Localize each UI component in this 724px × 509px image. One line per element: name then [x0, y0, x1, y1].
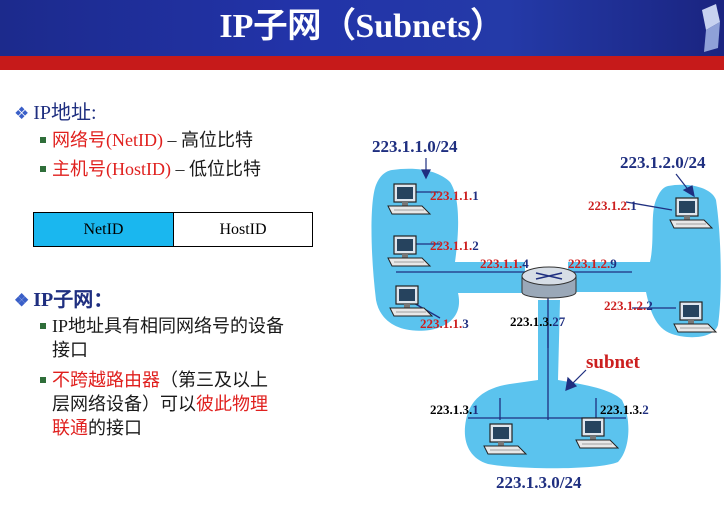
item-text-line1: IP地址具有相同网络号的设备	[52, 316, 285, 336]
list-item-netid: 网络号(NetID) – 高位比特	[40, 128, 253, 152]
section-subnet-heading: ❖IP子网：	[14, 283, 113, 312]
netid-box: NetID	[33, 212, 174, 247]
list-item-hostid: 主机号(HostID) – 低位比特	[40, 157, 261, 181]
netid-desc: – 高位比特	[162, 130, 253, 150]
connect-term: 联通	[52, 418, 88, 438]
host-label-223-1-2-2: 223.1.2.2	[604, 298, 653, 313]
no-router-term: 不跨越路由器	[52, 370, 160, 390]
hostid-desc: – 低位比特	[171, 159, 262, 179]
diamond-bullet-icon: ❖	[14, 104, 30, 123]
item-text: 层网络设备）可以	[52, 394, 196, 414]
label-arrows	[421, 158, 695, 391]
router-iface-223-1-2-9: 223.1.2.9	[568, 256, 617, 271]
host-label-223-1-1-3: 223.1.1.3	[420, 316, 469, 331]
title-bar	[0, 0, 724, 56]
square-bullet-icon	[40, 136, 46, 143]
item-text: 的接口	[88, 418, 142, 438]
item-text: （第三及以上	[160, 370, 268, 390]
corner-decoration-icon	[702, 4, 720, 52]
host-label-223-1-1-2: 223.1.1.2	[430, 238, 479, 253]
netid-term: 网络号(NetID)	[52, 130, 163, 150]
router-iface-223-1-3-27: 223.1.3.27	[510, 314, 566, 329]
title-underline	[0, 56, 724, 70]
page-title: IP子网（Subnets）	[219, 8, 505, 45]
square-bullet-icon	[40, 322, 46, 329]
hostid-box: HostID	[173, 212, 313, 247]
physical-term: 彼此物理	[196, 394, 268, 414]
hostid-term: 主机号(HostID)	[52, 159, 171, 179]
list-item-no-router: 不跨越路由器（第三及以上 层网络设备）可以彼此物理 联通的接口	[40, 368, 310, 440]
router-iface-223-1-1-4: 223.1.1.4	[480, 256, 529, 271]
host-label-223-1-1-1: 223.1.1.1	[430, 188, 479, 203]
diamond-bullet-icon: ❖	[14, 291, 30, 310]
item-text-line2: 接口	[52, 340, 88, 360]
heading-text: IP地址:	[33, 102, 97, 124]
heading-text: IP子网：	[33, 289, 114, 311]
host-label-223-1-3-2: 223.1.3.2	[600, 402, 649, 417]
subnet-right-label: 223.1.2.0/24	[620, 153, 706, 172]
list-item-same-netid: IP地址具有相同网络号的设备 接口	[40, 314, 284, 362]
square-bullet-icon	[40, 376, 46, 383]
subnet-callout-label: subnet	[586, 352, 641, 373]
subnet-left-label: 223.1.1.0/24	[372, 137, 458, 156]
host-label-223-1-3-1: 223.1.3.1	[430, 402, 479, 417]
host-label-223-1-2-1: 223.1.2.1	[588, 198, 637, 213]
router-icon	[521, 266, 577, 299]
section-ip-address-heading: ❖IP地址:	[14, 96, 97, 125]
square-bullet-icon	[40, 165, 46, 172]
subnet-bottom-label: 223.1.3.0/24	[496, 473, 582, 492]
